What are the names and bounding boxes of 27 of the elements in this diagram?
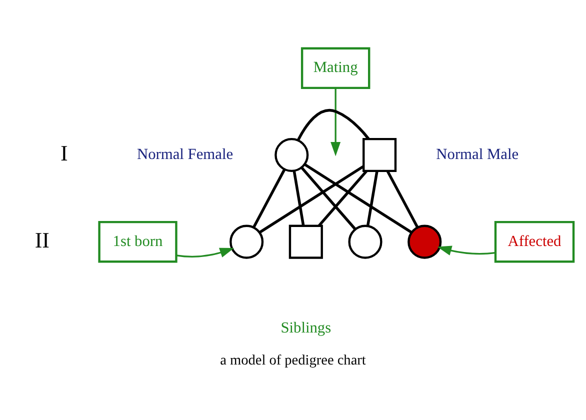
label: I: [60, 140, 68, 165]
node-box: 1st born: [98, 220, 178, 262]
connector: [386, 170, 419, 228]
node-circle: [274, 137, 309, 172]
node-label: Normal Female: [136, 146, 234, 163]
label: II: [34, 226, 50, 252]
node-box: Affected: [494, 220, 575, 262]
node-circle: [408, 224, 442, 258]
connector: [300, 166, 356, 230]
connector: [296, 108, 370, 140]
connector: [259, 164, 364, 233]
arrow: [330, 88, 341, 156]
node-box: [362, 137, 397, 172]
node-circle: [348, 224, 382, 258]
node-circle: [230, 224, 264, 258]
connector: [292, 170, 305, 226]
arrow: [176, 247, 234, 257]
node-box: Mating: [300, 46, 370, 89]
connector: [304, 162, 412, 233]
connector: [252, 168, 286, 228]
connector: [318, 170, 368, 226]
caption: a model of pedigree chart: [220, 352, 366, 368]
node-box: [288, 224, 323, 258]
label: Siblings: [280, 319, 332, 336]
arrow: [437, 245, 496, 255]
connector: [366, 170, 378, 226]
node-label: Normal Male: [436, 146, 519, 163]
